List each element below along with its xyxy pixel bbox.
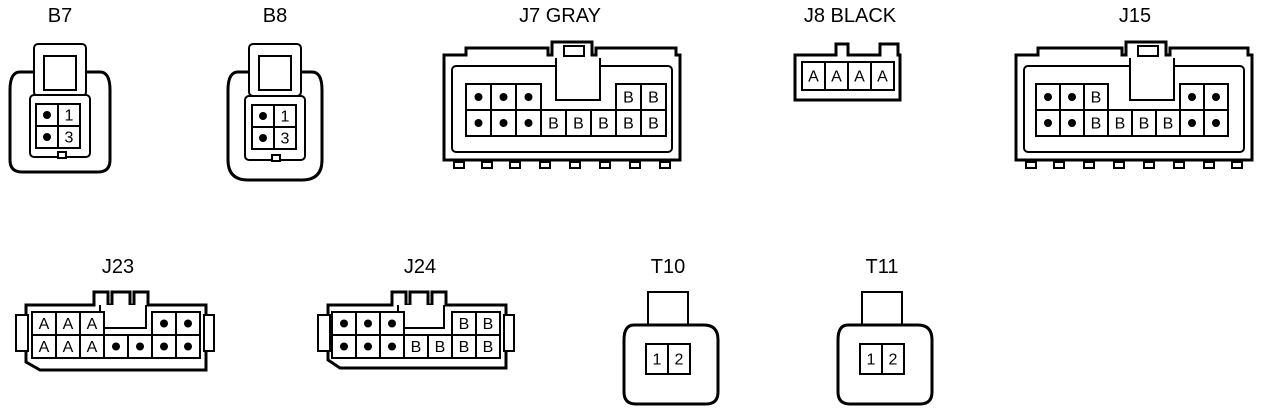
- terminal-pin-dot: [474, 93, 483, 101]
- terminal-label: A: [854, 69, 865, 86]
- terminal-label: B: [623, 116, 634, 133]
- terminal-pin-dot: [112, 342, 120, 351]
- terminal-label: 3: [65, 130, 74, 147]
- connector-label-j23: J23: [102, 256, 134, 278]
- terminal-pin-dot: [184, 319, 192, 328]
- terminal-pin-dot: [136, 342, 144, 351]
- terminal-label: A: [87, 339, 98, 356]
- terminal-pin-dot: [364, 319, 372, 328]
- terminal-label: A: [877, 69, 888, 86]
- terminal-label: B: [1091, 116, 1102, 133]
- terminal-pin-dot: [43, 133, 51, 141]
- terminal-label: 1: [281, 109, 290, 126]
- terminal-pin-dot: [1188, 119, 1196, 127]
- terminal-pin-dot: [259, 134, 267, 142]
- terminal-label: B: [648, 90, 659, 107]
- terminal-cavity: [565, 109, 592, 137]
- terminal-cavity: [1155, 109, 1181, 137]
- terminal-cavity: [590, 109, 617, 137]
- terminal-pin-dot: [1044, 93, 1052, 101]
- terminal-label: 2: [889, 352, 898, 369]
- terminal-label: B: [648, 116, 659, 133]
- terminal-cavity: [1083, 109, 1109, 137]
- terminal-label: 1: [867, 352, 876, 369]
- terminal-label: A: [39, 339, 50, 356]
- connector-label-j24: J24: [404, 256, 436, 278]
- terminal-cavity: [640, 109, 667, 137]
- terminal-pin-dot: [160, 342, 168, 351]
- connector-label-t10: T10: [651, 256, 685, 278]
- terminal-cavity: [465, 83, 492, 111]
- terminal-pin-dot: [43, 111, 51, 119]
- terminal-pin-dot: [340, 319, 348, 328]
- terminal-cavity: [881, 343, 905, 375]
- terminal-pin-dot: [474, 119, 483, 127]
- terminal-label: B: [1091, 90, 1102, 107]
- terminal-label: B: [1139, 116, 1150, 133]
- terminal-label: B: [411, 339, 422, 356]
- terminal-cavity: [57, 125, 81, 149]
- connector-label-b7: B7: [48, 5, 72, 27]
- terminal-label: B: [573, 116, 584, 133]
- terminal-label: 1: [653, 352, 662, 369]
- terminal-pin-dot: [1188, 93, 1196, 101]
- terminal-label: A: [87, 316, 98, 333]
- terminal-label: A: [831, 69, 842, 86]
- terminal-label: B: [1163, 116, 1174, 133]
- terminal-label: B: [483, 316, 494, 333]
- connector-label-j8: J8 BLACK: [804, 5, 897, 27]
- terminal-pin-dot: [259, 112, 267, 120]
- terminal-pin-dot: [1212, 93, 1220, 101]
- terminal-label: A: [63, 339, 74, 356]
- terminal-label: B: [548, 116, 559, 133]
- terminal-pin-dot: [524, 119, 533, 127]
- terminal-pin-dot: [1068, 93, 1076, 101]
- terminal-pin-dot: [499, 119, 508, 127]
- terminal-pin-dot: [364, 342, 372, 351]
- terminal-pin-dot: [388, 342, 396, 351]
- terminal-cavity: [667, 343, 691, 375]
- terminal-label: A: [63, 316, 74, 333]
- terminal-cavity: [273, 126, 297, 150]
- terminal-cavity: [615, 109, 642, 137]
- terminal-pin-dot: [340, 342, 348, 351]
- connector-label-t11: T11: [866, 256, 899, 278]
- terminal-label: 3: [281, 131, 290, 148]
- terminal-label: B: [483, 339, 494, 356]
- terminal-pin-dot: [388, 319, 396, 328]
- terminal-label: B: [1115, 116, 1126, 133]
- terminal-label: B: [459, 316, 470, 333]
- terminal-pin-dot: [524, 93, 533, 101]
- terminal-label: A: [39, 316, 50, 333]
- terminal-pin-dot: [1068, 119, 1076, 127]
- terminal-pin-dot: [1044, 119, 1052, 127]
- terminal-label: A: [808, 69, 819, 86]
- connector-b8: B8 1 3: [226, 5, 324, 182]
- connector-label-b8: B8: [263, 5, 287, 27]
- terminal-label: 2: [675, 352, 684, 369]
- connector-label-j7: J7 GRAY: [519, 5, 601, 27]
- terminal-pin-dot: [184, 342, 192, 351]
- terminal-label: B: [459, 339, 470, 356]
- connector-b7: B7 1 3: [8, 5, 112, 174]
- terminal-pin-dot: [1212, 119, 1220, 127]
- terminal-cavity: [515, 109, 542, 137]
- terminal-label: B: [598, 116, 609, 133]
- terminal-pin-dot: [499, 93, 508, 101]
- connector-label-j15: J15: [1119, 5, 1151, 27]
- terminal-cavity: [870, 61, 895, 91]
- terminal-label: 1: [65, 108, 74, 125]
- terminal-label: B: [623, 90, 634, 107]
- terminal-label: B: [435, 339, 446, 356]
- terminal-pin-dot: [160, 319, 168, 328]
- terminal-cavity: [475, 334, 501, 359]
